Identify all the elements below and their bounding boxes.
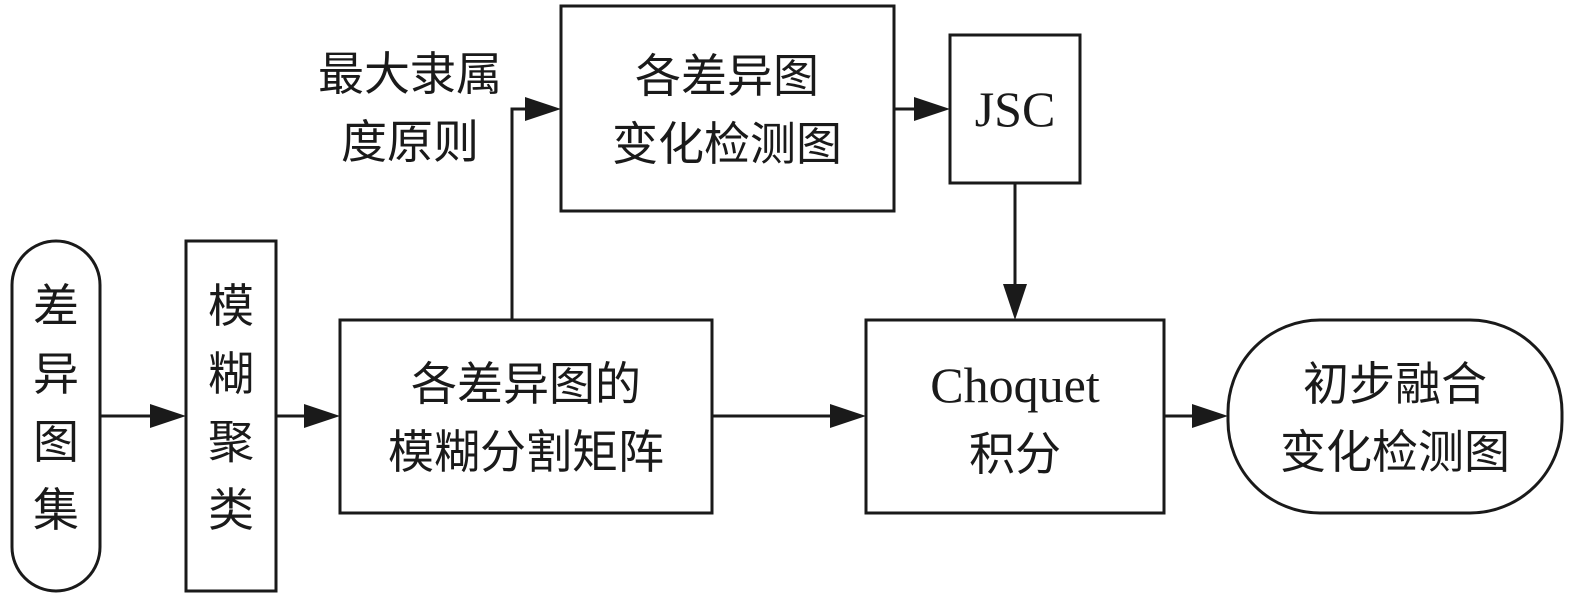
- node-difference-set-line-4: 集: [33, 483, 79, 537]
- label-max-membership-line-2: 度原则: [341, 115, 479, 169]
- edge-set-to-clustering-arrow-icon: [150, 404, 186, 428]
- node-change-maps: 各差异图 变化检测图: [559, 4, 896, 213]
- node-fused-result-line-1: 初步融合: [1303, 357, 1487, 411]
- node-fused-result: 初步融合 变化检测图: [1226, 318, 1564, 515]
- node-fuzzy-clustering-line-4: 类: [208, 483, 254, 537]
- edge-choquet-to-result: [1164, 404, 1228, 428]
- edge-matrix-to-change-maps-arrow-icon: [525, 97, 561, 121]
- edge-matrix-to-choquet: [712, 404, 866, 428]
- node-fused-result-shape: [1226, 318, 1564, 515]
- node-fuzzy-clustering: 模 糊 聚 类: [184, 239, 278, 593]
- node-change-maps-line-1: 各差异图: [635, 49, 819, 103]
- node-fuzzy-clustering-line-1: 模: [208, 279, 254, 333]
- node-choquet-shape: [864, 318, 1166, 515]
- node-jsc-line-1: JSC: [975, 81, 1056, 137]
- edge-matrix-to-change-maps: [510, 97, 561, 320]
- node-choquet-line-1: Choquet: [930, 357, 1100, 413]
- label-max-membership-line-1: 最大隶属: [318, 47, 502, 101]
- node-difference-set: 差 异 图 集: [10, 239, 102, 593]
- node-fuzzy-matrix: 各差异图的 模糊分割矩阵: [338, 318, 714, 515]
- node-fuzzy-clustering-shape: [184, 239, 278, 593]
- edge-set-to-clustering: [100, 404, 186, 428]
- edge-choquet-to-result-arrow-icon: [1192, 404, 1228, 428]
- edge-matrix-to-change-maps-line: [510, 107, 531, 320]
- edge-matrix-to-choquet-arrow-icon: [830, 404, 866, 428]
- node-fuzzy-matrix-shape: [338, 318, 714, 515]
- edge-change-maps-to-jsc-arrow-icon: [914, 97, 950, 121]
- node-difference-set-line-1: 差: [33, 279, 79, 333]
- edge-jsc-to-choquet: [1003, 183, 1027, 320]
- node-difference-set-line-2: 异: [33, 347, 79, 401]
- label-max-membership: 最大隶属 度原则: [318, 47, 502, 169]
- node-jsc: JSC: [948, 33, 1082, 185]
- node-fuzzy-matrix-line-1: 各差异图的: [411, 357, 641, 411]
- edge-change-maps-to-jsc: [894, 97, 950, 121]
- node-change-maps-shape: [559, 4, 896, 213]
- node-fuzzy-matrix-line-2: 模糊分割矩阵: [388, 425, 664, 479]
- node-fused-result-line-2: 变化检测图: [1280, 425, 1510, 479]
- node-choquet: Choquet 积分: [864, 318, 1166, 515]
- node-choquet-line-2: 积分: [969, 427, 1061, 481]
- node-jsc-shape: [948, 33, 1082, 185]
- edge-jsc-to-choquet-arrow-icon: [1003, 284, 1027, 320]
- node-fuzzy-clustering-line-3: 聚: [208, 415, 254, 469]
- node-change-maps-line-2: 变化检测图: [612, 117, 842, 171]
- node-fuzzy-clustering-line-2: 糊: [208, 347, 254, 401]
- edge-clustering-to-matrix-arrow-icon: [304, 404, 340, 428]
- node-difference-set-line-3: 图: [33, 415, 79, 469]
- edge-clustering-to-matrix: [276, 404, 340, 428]
